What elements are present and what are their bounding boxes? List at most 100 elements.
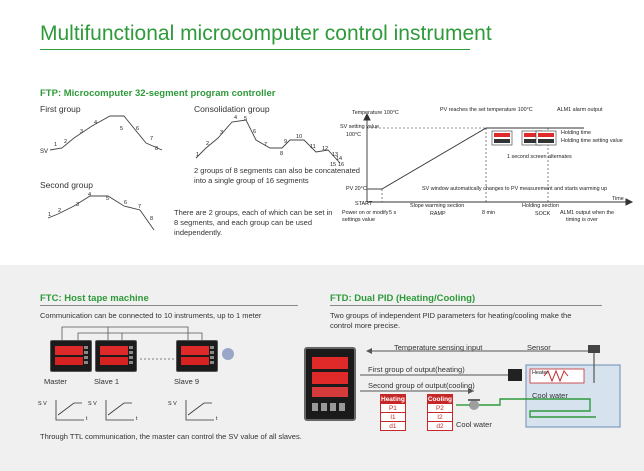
ftc-connection-lines xyxy=(55,326,234,421)
pv20-label: PV 20°C xyxy=(346,186,367,192)
second-output-label: Second group of output(cooling) xyxy=(368,381,475,390)
start-label: START xyxy=(355,201,373,207)
consolidated-segment-label: 5 xyxy=(244,116,247,122)
temp-axis-label: Temperature 100°C xyxy=(352,110,399,116)
consolidated-segment-label: 4 xyxy=(234,115,237,121)
second-segment-label: 8 xyxy=(150,216,153,222)
second-segment-label: 3 xyxy=(76,202,79,208)
first-segment-label: 2 xyxy=(64,139,67,145)
sv-window-label: SV window automatically changes to PV me… xyxy=(422,186,608,192)
groups-text-2: 8 segments, and each group can be used xyxy=(174,218,313,227)
pid-cell: I1 xyxy=(380,412,406,422)
power-on-label-1: Power on or modify xyxy=(342,210,389,216)
holding-time-sv-label: Holding time setting value xyxy=(561,138,623,144)
consolidated-segment-label: 7 xyxy=(264,142,267,148)
second-segment-label: 7 xyxy=(138,204,141,210)
t-graph-1-label: t xyxy=(86,416,88,422)
consolidated-segment-label: 8 xyxy=(280,151,283,157)
ftp-heading: FTP: Microcomputer 32-segment program co… xyxy=(40,88,276,99)
slave1-instrument xyxy=(95,340,137,372)
power-on-label-2: settings value xyxy=(342,217,375,223)
holding-time-label: Holding time xyxy=(561,130,591,136)
consolidated-segment-label: 12 xyxy=(322,146,328,152)
sensor-label: Sensor xyxy=(527,343,551,352)
consolidated-segment-label: 1 xyxy=(196,152,199,158)
second-segment-label: 4 xyxy=(88,192,91,198)
timing-chart xyxy=(363,112,634,206)
ftd-controller xyxy=(304,347,356,421)
consolidated-segment-label: 3 xyxy=(220,130,223,136)
alm1-label: ALM1 alarm output xyxy=(557,107,603,113)
second-group-label: Second group xyxy=(40,180,93,190)
groups-text-3: independently. xyxy=(174,228,223,237)
sock-label: SOCK xyxy=(535,211,551,217)
slope-section-label: Slope warming section xyxy=(410,203,465,209)
second-group-profile xyxy=(47,195,155,231)
first-segment-label: 5 xyxy=(120,126,123,132)
ftd-text-1: Two groups of independent PID parameters… xyxy=(330,311,572,320)
master-label: Master xyxy=(44,377,67,386)
first-segment-label: 7 xyxy=(150,136,153,142)
first-segment-label: 8 xyxy=(155,146,158,152)
consolidated-segment-label: 9 xyxy=(284,139,287,145)
ftd-rule xyxy=(330,305,602,306)
first-segment-label: 3 xyxy=(80,129,83,135)
alm1-when-label-1: ALM1 output when the xyxy=(560,210,614,216)
consolidated-segment-label: 16 xyxy=(338,162,344,168)
first-output-label: First group of output(heating) xyxy=(368,365,465,374)
alternates-label: 1 second screen alternates xyxy=(507,154,572,160)
first-group-profile xyxy=(49,115,163,151)
ftc-text: Communication can be connected to 10 ins… xyxy=(40,311,262,320)
pid-parameter-table: Heating Cooling P1 P2 I1 I2 d1 d2 xyxy=(380,394,454,431)
ftc-heading: FTC: Host tape machine xyxy=(40,293,149,304)
first-segment-label: 4 xyxy=(94,120,97,126)
consolidated-segment-label: 10 xyxy=(296,134,302,140)
cool-water-label: Cool water xyxy=(456,420,492,429)
second-segment-label: 6 xyxy=(124,200,127,206)
consolidation-profile xyxy=(195,119,341,164)
first-group-sv-label: SV xyxy=(40,149,48,155)
sv-graph-3-label: S V xyxy=(168,401,177,407)
second-segment-label: 1 xyxy=(48,212,51,218)
consolidated-segment-label: 11 xyxy=(310,144,316,150)
pid-cell: P2 xyxy=(426,403,454,413)
first-group-label: First group xyxy=(40,104,81,114)
slave9-label: Slave 9 xyxy=(174,377,200,386)
pv-reaches-label: PV reaches the set temperature 100°C xyxy=(440,107,533,113)
cool-water-tank-label: Cool water xyxy=(532,391,568,400)
five-s-label: 5 s xyxy=(389,210,397,216)
consolidated-segment-label: 2 xyxy=(206,141,209,147)
time-axis-label: Time xyxy=(612,196,624,202)
consolidation-text-1: 2 groups of 8 segments can also be conca… xyxy=(194,166,360,175)
heater-label: Heater xyxy=(532,370,549,376)
ftd-heading: FTD: Dual PID (Heating/Cooling) xyxy=(330,293,476,304)
first-segment-label: 6 xyxy=(136,126,139,132)
pid-heading-heating: Heating xyxy=(380,394,406,404)
t100-label: 100°C xyxy=(346,132,362,138)
sv-setting-label: SV setting value xyxy=(340,124,379,130)
ftd-diagram xyxy=(360,345,621,428)
consolidation-group-label: Consolidation group xyxy=(194,104,270,114)
first-segment-label: 1 xyxy=(54,142,57,148)
sv-graph-1-label: S V xyxy=(38,401,47,407)
consolidated-segment-label: 14 xyxy=(336,156,342,162)
sv-graph-2-label: S V xyxy=(88,401,97,407)
eight-min-label: 8 min xyxy=(482,210,496,216)
second-segment-label: 5 xyxy=(106,196,109,202)
consolidation-text-2: into a single group of 16 segments xyxy=(194,176,309,185)
pid-cell: d1 xyxy=(380,421,406,431)
pid-cell: d2 xyxy=(426,421,454,431)
pid-heading-cooling: Cooling xyxy=(426,394,454,404)
ftd-text-2: control more precise. xyxy=(330,321,401,330)
master-instrument xyxy=(50,340,92,372)
slave1-label: Slave 1 xyxy=(94,377,120,386)
title-underline xyxy=(40,49,470,50)
consolidated-segment-label: 6 xyxy=(253,129,256,135)
groups-text-1: There are 2 groups, each of which can be… xyxy=(174,208,333,217)
ramp-label: RAMP xyxy=(430,211,446,217)
t-graph-3-label: t xyxy=(216,416,218,422)
holding-section-label: Holding section xyxy=(522,203,559,209)
second-segment-label: 2 xyxy=(58,208,61,214)
pid-cell: I2 xyxy=(426,412,454,422)
